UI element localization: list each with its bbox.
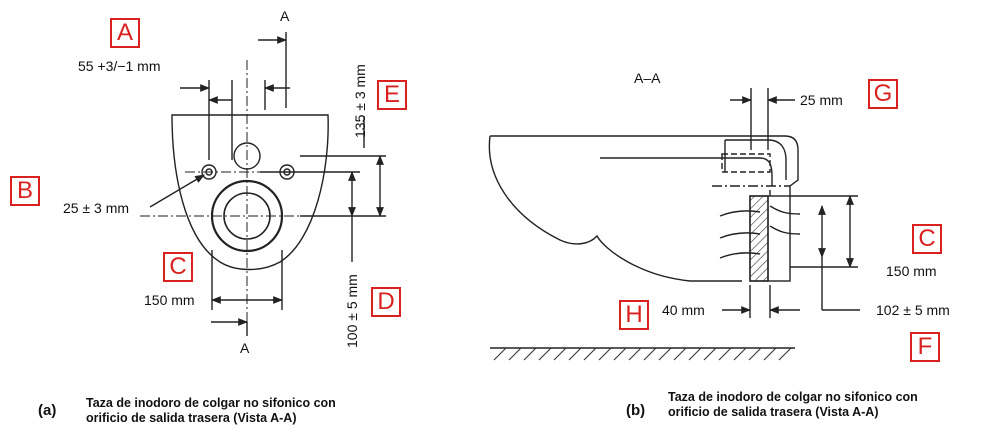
dim-top-25: 25 mm bbox=[800, 92, 843, 108]
dim-hole-spacing: 25 ± 3 mm bbox=[63, 200, 130, 216]
bowl-outline bbox=[171, 114, 329, 271]
dim-right-102: 102 ± 5 mm bbox=[876, 302, 950, 318]
callout-d: D bbox=[371, 287, 401, 317]
callout-f: F bbox=[910, 332, 940, 362]
dim-width-top: 55 +3/−1 mm bbox=[78, 58, 161, 74]
callout-c-right: C bbox=[912, 224, 942, 254]
dim-outlet-width: 150 mm bbox=[144, 292, 195, 308]
callout-e: E bbox=[377, 80, 407, 110]
dim-vertical-bottom: 100 ± 5 mm bbox=[344, 274, 360, 348]
caption-b-line2: orificio de salida trasera (Vista A-A) bbox=[668, 405, 879, 419]
panel-b-drawing bbox=[488, 88, 860, 349]
panel-a-drawing bbox=[140, 32, 386, 336]
dim-left-40: 40 mm bbox=[662, 302, 705, 318]
callout-a: A bbox=[110, 18, 140, 48]
outlet-spigot bbox=[749, 195, 769, 282]
section-title: A–A bbox=[634, 70, 661, 86]
bowl-section-outline bbox=[488, 135, 799, 282]
section-mark-top: A bbox=[280, 8, 290, 24]
callout-b: B bbox=[10, 176, 40, 206]
caption-a-line1: Taza de inodoro de colgar no sifonico co… bbox=[86, 396, 336, 410]
flush-inlet bbox=[721, 153, 771, 173]
callout-h: H bbox=[619, 300, 649, 330]
dim-vertical-top: 135 ± 3 mm bbox=[352, 64, 368, 138]
callout-g: G bbox=[868, 79, 898, 109]
caption-b-letter: (b) bbox=[626, 402, 646, 419]
caption-b-line1: Taza de inodoro de colgar no sifonico co… bbox=[668, 390, 918, 404]
section-mark-bottom: A bbox=[240, 340, 250, 356]
dim-outlet-150: 150 mm bbox=[886, 263, 937, 279]
caption-a-letter: (a) bbox=[38, 402, 57, 419]
floor-hatching bbox=[493, 347, 792, 361]
caption-a-line2: orificio de salida trasera (Vista A-A) bbox=[86, 411, 297, 425]
callout-c-left: C bbox=[163, 252, 193, 282]
